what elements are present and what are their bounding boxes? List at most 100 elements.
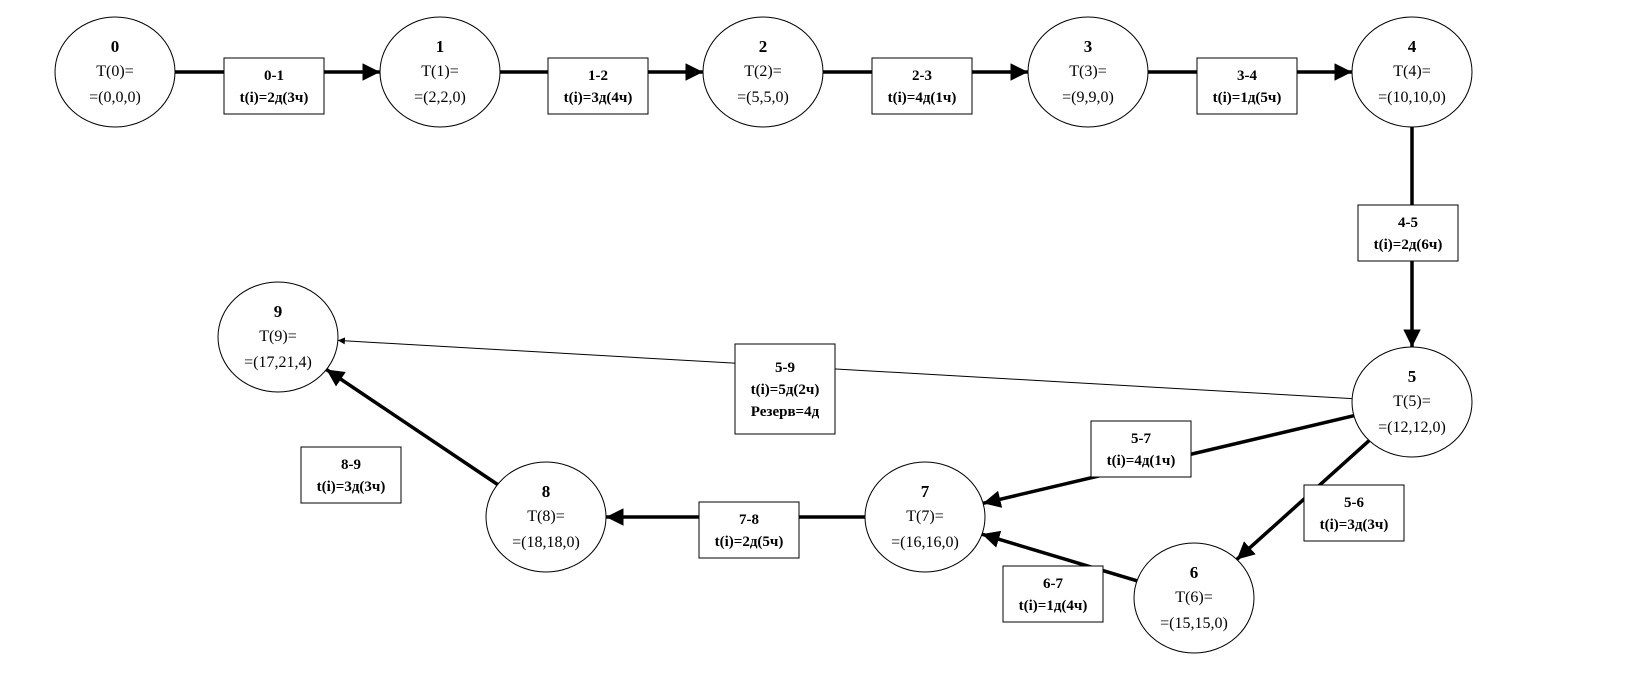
event-node-circle [379,16,501,128]
activity-duration: t(i)=3д(3ч) [317,479,386,495]
event-node-time-values: =(10,10,0) [1378,89,1446,106]
event-node-time-label: T(5)= [1393,393,1430,410]
activity-duration: t(i)=2д(5ч) [715,534,784,550]
event-node-circle [54,16,176,128]
activity-label-3-4: 3-4 t(i)=1д(5ч) [1196,57,1298,115]
event-node-4: 4T(4)= =(10,10,0) [1351,16,1473,128]
event-node-0: 0T(0)= =(0,0,0) [54,16,176,128]
activity-label-box [300,446,402,504]
activity-duration: t(i)=5д(2ч) [751,382,820,398]
event-node-time-values: =(2,2,0) [414,89,466,106]
activity-name: 8-9 [341,457,361,473]
activity-arrow-5-6 [1235,439,1371,561]
activity-name: 1-2 [588,68,608,84]
event-node-number: 8 [542,482,551,501]
activity-duration: t(i)=4д(1ч) [1107,453,1176,469]
event-node-circle [217,281,339,393]
activity-duration: t(i)=2д(6ч) [1374,237,1443,253]
activity-arrow-6-7 [981,530,1138,583]
activity-reserve: Резерв=4д [751,404,820,420]
event-node-8: 8T(8)= =(18,18,0) [485,461,607,573]
event-node-number: 6 [1190,563,1199,582]
event-node-number: 5 [1408,367,1417,386]
activity-duration: t(i)=2д(3ч) [240,90,309,106]
activity-name: 3-4 [1237,68,1257,84]
event-node-time-label: T(7)= [906,508,943,525]
activity-name: 6-7 [1043,576,1063,592]
event-node-6: 6T(6)= =(15,15,0) [1133,542,1255,654]
activity-label-8-9: 8-9 t(i)=3д(3ч) [300,446,402,504]
event-node-time-values: =(12,12,0) [1378,419,1446,436]
event-node-time-values: =(16,16,0) [891,534,959,551]
event-node-time-values: =(18,18,0) [512,534,580,551]
event-node-number: 3 [1084,37,1093,56]
activity-label-box [1196,57,1298,115]
activity-label-5-7: 5-7 t(i)=4д(1ч) [1090,420,1192,478]
event-node-circle [1351,346,1473,458]
activity-label-4-5: 4-5 t(i)=2д(6ч) [1357,204,1459,262]
event-node-3: 3T(3)= =(9,9,0) [1027,16,1149,128]
event-node-9: 9T(9)= =(17,21,4) [217,281,339,393]
activity-label-box [734,343,836,435]
event-node-5: 5T(5)= =(12,12,0) [1351,346,1473,458]
activity-name: 2-3 [912,68,932,84]
activity-name: 5-9 [775,360,795,376]
activity-duration: t(i)=1д(4ч) [1019,598,1088,614]
activity-label-5-9: 5-9 t(i)=5д(2ч) Резерв=4д [734,343,836,435]
event-node-time-values: =(9,9,0) [1062,89,1114,106]
activity-label-box [547,57,649,115]
activity-label-7-8: 7-8 t(i)=2д(5ч) [698,501,800,559]
event-node-7: 7T(7)= =(16,16,0) [864,461,986,573]
activity-name: 5-7 [1131,431,1151,447]
event-node-1: 1T(1)= =(2,2,0) [379,16,501,128]
event-node-circle [485,461,607,573]
event-node-circle [1351,16,1473,128]
event-node-circle [702,16,824,128]
activity-arrow-8-9 [325,368,499,486]
event-node-time-values: =(15,15,0) [1160,615,1228,632]
activity-label-box [1002,565,1104,623]
event-node-time-values: =(0,0,0) [89,89,141,106]
activity-name: 7-8 [739,512,759,528]
event-node-circle [864,461,986,573]
activity-label-1-2: 1-2 t(i)=3д(4ч) [547,57,649,115]
event-node-number: 4 [1408,37,1417,56]
event-node-number: 2 [759,37,768,56]
activity-label-2-3: 2-3 t(i)=4д(1ч) [871,57,973,115]
activity-duration: t(i)=3д(4ч) [564,90,633,106]
event-node-number: 0 [111,37,120,56]
activity-arrow-5-9 [337,337,1353,400]
event-node-time-label: T(8)= [527,508,564,525]
activity-label-box [871,57,973,115]
activity-duration: t(i)=4д(1ч) [888,90,957,106]
activity-label-box [1357,204,1459,262]
activity-duration: t(i)=3д(3ч) [1320,517,1389,533]
activity-label-box [223,57,325,115]
event-node-time-label: T(1)= [421,63,458,80]
event-node-time-values: =(17,21,4) [244,354,312,371]
event-node-2: 2T(2)= =(5,5,0) [702,16,824,128]
event-node-time-label: T(0)= [96,63,133,80]
event-node-number: 9 [274,302,283,321]
activity-label-6-7: 6-7 t(i)=1д(4ч) [1002,565,1104,623]
activity-name: 5-6 [1344,495,1364,511]
event-node-time-label: T(2)= [744,63,781,80]
activity-label-5-6: 5-6 t(i)=3д(3ч) [1303,484,1405,542]
activity-duration: t(i)=1д(5ч) [1213,90,1282,106]
activity-name: 0-1 [264,68,284,84]
activity-label-0-1: 0-1 t(i)=2д(3ч) [223,57,325,115]
event-node-circle [1027,16,1149,128]
event-node-time-label: T(3)= [1069,63,1106,80]
event-node-time-label: T(9)= [259,328,296,345]
activity-label-box [1303,484,1405,542]
event-node-number: 1 [436,37,445,56]
activity-label-box [1090,420,1192,478]
activity-name: 4-5 [1398,215,1418,231]
event-node-time-values: =(5,5,0) [737,89,789,106]
event-node-time-label: T(6)= [1175,589,1212,606]
event-node-number: 7 [921,482,930,501]
event-node-circle [1133,542,1255,654]
activity-label-box [698,501,800,559]
event-node-time-label: T(4)= [1393,63,1430,80]
